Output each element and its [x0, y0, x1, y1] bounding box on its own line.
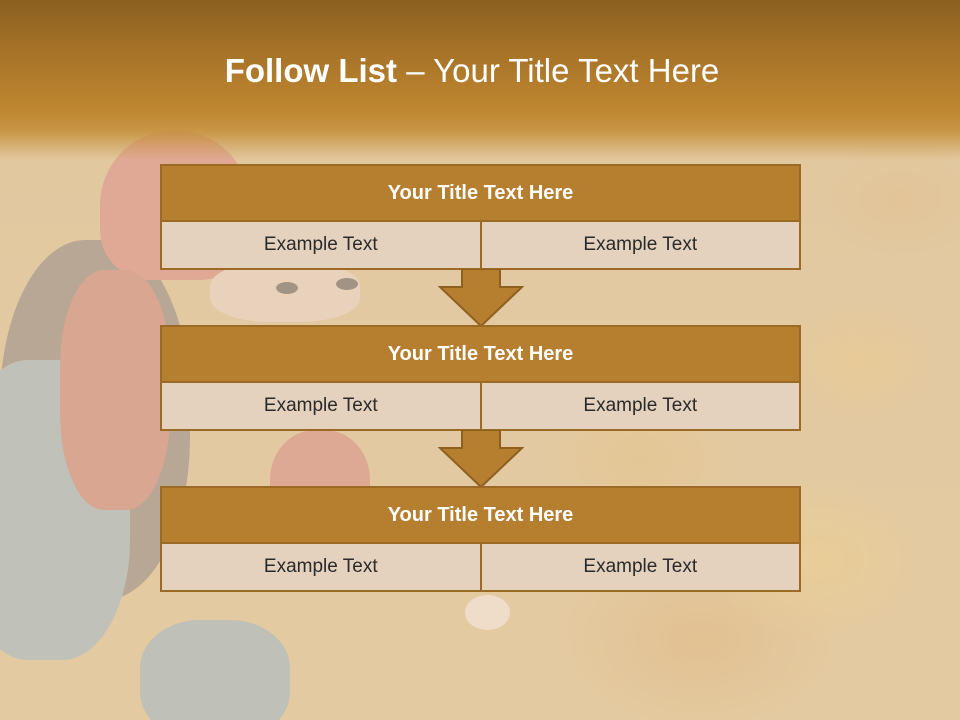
arrow-down-icon [438, 269, 524, 327]
slide-title[interactable]: Follow List – Your Title Text Here [0, 52, 944, 90]
list-block-3[interactable]: Your Title Text Here Example Text Exampl… [160, 486, 801, 592]
block-cell-left[interactable]: Example Text [160, 383, 482, 431]
block-cell-left[interactable]: Example Text [160, 222, 482, 270]
block-row: Example Text Example Text [160, 222, 801, 270]
block-cell-right[interactable]: Example Text [481, 544, 801, 592]
list-block-2[interactable]: Your Title Text Here Example Text Exampl… [160, 325, 801, 431]
title-banner [0, 0, 960, 160]
arrow-down-icon [438, 430, 524, 488]
list-block-1[interactable]: Your Title Text Here Example Text Exampl… [160, 164, 801, 270]
block-title[interactable]: Your Title Text Here [160, 325, 801, 383]
block-title[interactable]: Your Title Text Here [160, 164, 801, 222]
slide-title-rest: – Your Title Text Here [397, 52, 720, 89]
block-cell-right[interactable]: Example Text [481, 222, 801, 270]
slide-title-bold: Follow List [224, 52, 398, 89]
block-cell-left[interactable]: Example Text [160, 544, 482, 592]
block-row: Example Text Example Text [160, 544, 801, 592]
block-row: Example Text Example Text [160, 383, 801, 431]
block-title[interactable]: Your Title Text Here [160, 486, 801, 544]
block-cell-right[interactable]: Example Text [481, 383, 801, 431]
